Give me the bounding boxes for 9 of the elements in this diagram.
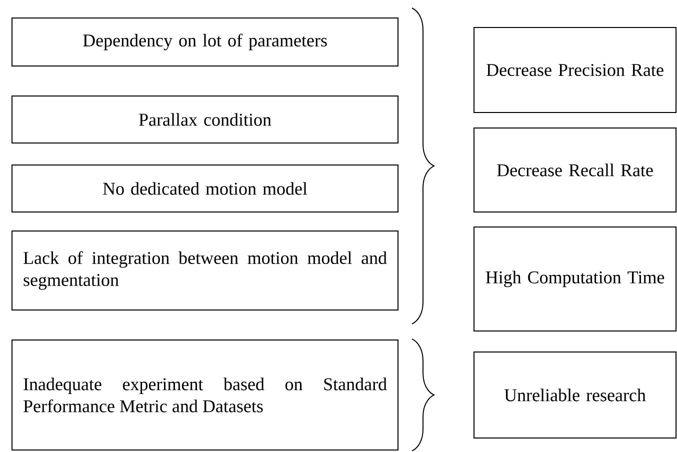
result-box: Unreliable research [474,352,676,438]
cause-box: No dedicated motion model [12,164,398,212]
cause-box: Dependency on lot of parameters [12,18,398,66]
result-box: High Computation Time [474,226,676,332]
cause-box: Inadequate experiment based on Standard Performance Metric and Datasets [12,339,398,450]
cause-box: Lack of integration between motion model and segmentation [12,230,398,310]
result-box: Decrease Recall Rate [474,128,676,212]
cause-box: Parallax condition [12,96,398,144]
result-box: Decrease Precision Rate [474,27,676,113]
